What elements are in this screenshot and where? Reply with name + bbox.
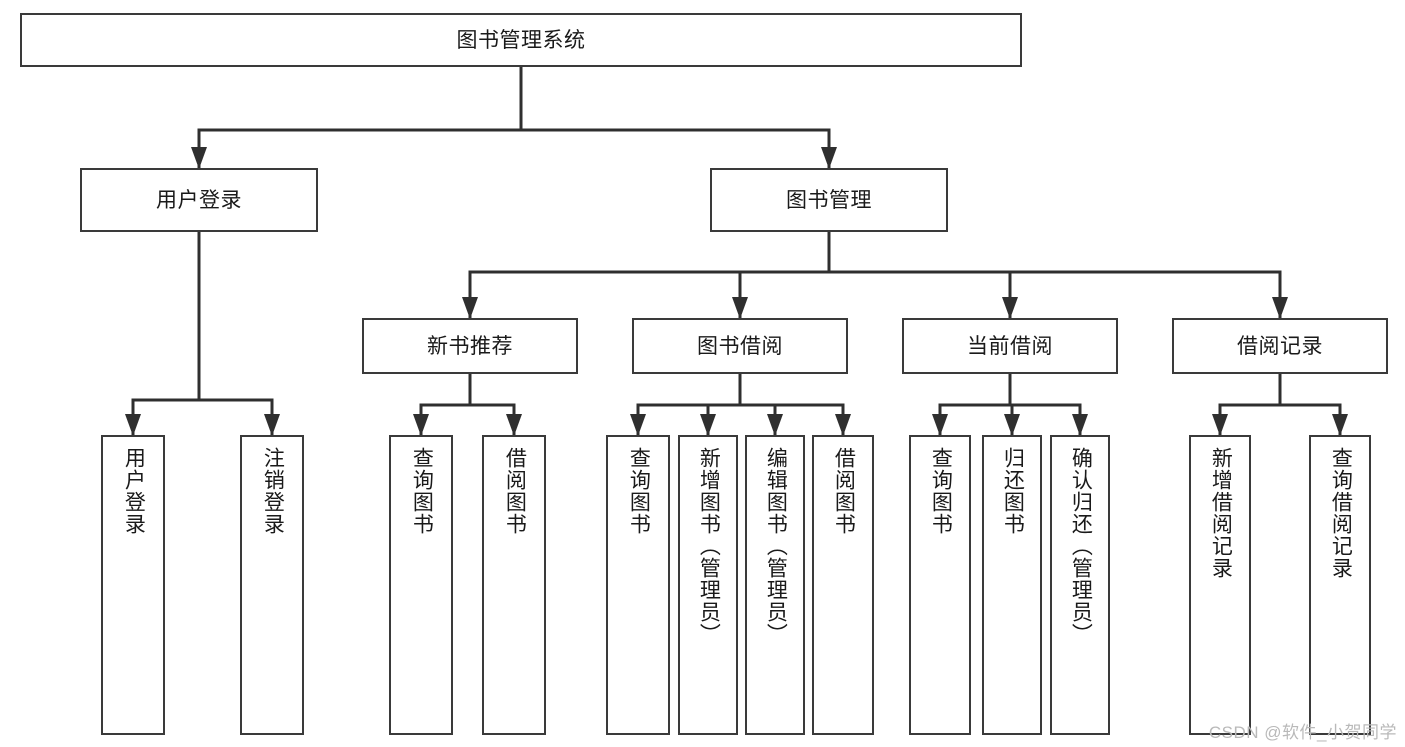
node-new-book-rec[interactable]: 新书推荐 [362,318,578,374]
arrowhead [1072,414,1088,436]
node-label: 当前借阅 [967,334,1053,358]
arrowhead [835,414,851,436]
arrowhead [821,147,837,169]
node-leaf-bb-query[interactable]: 查询图书 [606,435,670,735]
node-leaf-cb-return[interactable]: 归还图书 [982,435,1042,735]
arrowhead [462,297,478,319]
node-label: 图书借阅 [697,334,783,358]
node-user-login[interactable]: 用户登录 [80,168,318,232]
node-leaf-bb-borrow[interactable]: 借阅图书 [812,435,874,735]
node-label: 借阅记录 [1237,334,1323,358]
node-current-borrow[interactable]: 当前借阅 [902,318,1118,374]
node-leaf-cb-confirm[interactable]: 确认归还（管理员） [1050,435,1110,735]
arrowhead [191,147,207,169]
arrowhead [1332,414,1348,436]
arrowheads-group [125,147,1348,436]
node-leaf-br-query[interactable]: 查询借阅记录 [1309,435,1371,735]
node-label: 查询借阅记录 [1329,447,1353,579]
node-borrow-record[interactable]: 借阅记录 [1172,318,1388,374]
node-label: 新增借阅记录 [1209,447,1233,579]
node-leaf-logout[interactable]: 注销登录 [240,435,304,735]
arrowhead [732,297,748,319]
node-root[interactable]: 图书管理系统 [20,13,1022,67]
node-label: 借阅图书 [832,447,856,535]
node-label: 编辑图书（管理员） [764,447,788,645]
node-label: 新书推荐 [427,334,513,358]
node-leaf-user-login[interactable]: 用户登录 [101,435,165,735]
arrowhead [264,414,280,436]
node-label: 用户登录 [156,188,242,212]
node-label: 用户登录 [122,447,146,535]
node-label: 查询图书 [627,447,651,535]
node-label: 借阅图书 [503,447,527,535]
node-book-manage[interactable]: 图书管理 [710,168,948,232]
arrowhead [630,414,646,436]
node-label: 确认归还（管理员） [1069,447,1093,645]
arrowhead [413,414,429,436]
node-book-borrow[interactable]: 图书借阅 [632,318,848,374]
arrowhead [125,414,141,436]
arrowhead [700,414,716,436]
node-label: 图书管理 [786,188,872,212]
node-leaf-rec-query[interactable]: 查询图书 [389,435,453,735]
node-leaf-bb-edit[interactable]: 编辑图书（管理员） [745,435,805,735]
node-label: 查询图书 [929,447,953,535]
node-label: 查询图书 [410,447,434,535]
node-label: 注销登录 [261,447,285,535]
node-leaf-rec-borrow[interactable]: 借阅图书 [482,435,546,735]
node-label: 新增图书（管理员） [697,447,721,645]
arrowhead [1272,297,1288,319]
edges-group [131,65,1342,437]
node-label: 归还图书 [1001,447,1025,535]
arrowhead [1004,414,1020,436]
node-leaf-cb-query[interactable]: 查询图书 [909,435,971,735]
arrowhead [932,414,948,436]
arrowhead [1212,414,1228,436]
node-leaf-br-add[interactable]: 新增借阅记录 [1189,435,1251,735]
node-label: 图书管理系统 [456,28,586,52]
arrowhead [1002,297,1018,319]
node-leaf-bb-add[interactable]: 新增图书（管理员） [678,435,738,735]
arrowhead [506,414,522,436]
arrowhead [767,414,783,436]
